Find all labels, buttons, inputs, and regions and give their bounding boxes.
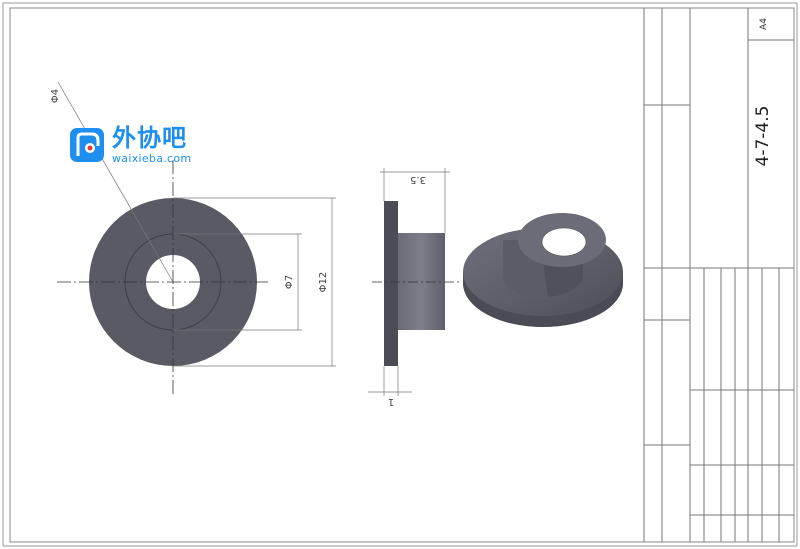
- dim-dia-mid: Φ7: [284, 275, 295, 289]
- watermark-url: waixieba.com: [112, 152, 192, 165]
- part-number-label: 4-7-4.5: [753, 106, 773, 167]
- iso-bore: [542, 228, 586, 256]
- side-flange: [384, 201, 398, 366]
- front-view: [57, 81, 336, 395]
- watermark-brand: 外协吧: [112, 124, 187, 152]
- watermark-logo-icon: [70, 128, 104, 162]
- dim-flange-thickness: 1: [388, 396, 394, 407]
- leader-dia-small: [57, 81, 174, 283]
- watermark-text: 外协吧 waixieba.com: [112, 126, 191, 164]
- side-hub: [398, 233, 445, 330]
- watermark-spacer: [70, 127, 106, 163]
- side-view: [368, 168, 460, 396]
- dim-length: 3.5: [410, 174, 426, 185]
- isometric-view: [463, 213, 623, 327]
- sheet-size-label: A4: [759, 18, 769, 30]
- dim-dia-small: Φ4: [50, 89, 61, 103]
- watermark: 外协吧 waixieba.com: [70, 126, 191, 164]
- dim-dia-outer: Φ12: [318, 272, 329, 293]
- drawing-frame: [9, 7, 795, 543]
- title-block: [643, 8, 794, 542]
